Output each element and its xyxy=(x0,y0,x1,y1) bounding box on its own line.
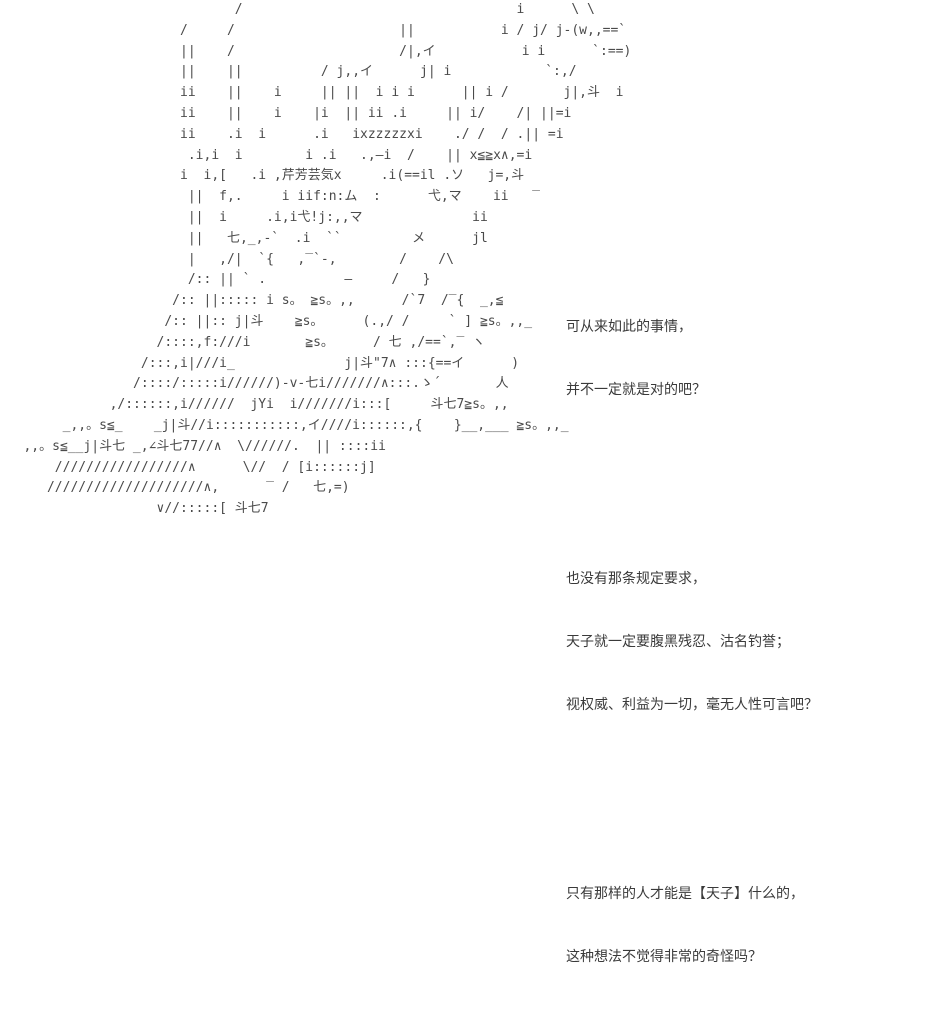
dialogue-line: 也没有那条规定要求， xyxy=(566,571,706,587)
dialogue-paragraph: 可从来如此的事情， 并不一定就是对的吧？ xyxy=(566,275,936,443)
dialogue-paragraph: 也没有那条规定要求， 天子就一定要腹黑残忍、沽名钓誉； 视权威、利益为一切，毫无… xyxy=(566,527,936,758)
dialogue-line: 这种想法不觉得非常的奇怪吗？ xyxy=(566,949,762,965)
ascii-art-figure: / i \ \ / / || i / j/ j-(w,,==` || / /|,… xyxy=(23,2,632,517)
scene-canvas: / i \ \ / / || i / j/ j-(w,,==` || / /|,… xyxy=(23,2,818,965)
dialogue-block: 可从来如此的事情， 并不一定就是对的吧？ 也没有那条规定要求， 天子就一定要腹黑… xyxy=(566,212,936,1028)
dialogue-paragraph: 只有那样的人才能是【天子】什么的， 这种想法不觉得非常的奇怪吗？ xyxy=(566,842,936,1010)
dialogue-line: 并不一定就是对的吧？ xyxy=(566,382,706,398)
dialogue-line: 视权威、利益为一切，毫无人性可言吧？ xyxy=(566,697,818,713)
dialogue-line: 天子就一定要腹黑残忍、沽名钓誉； xyxy=(566,634,790,650)
dialogue-line: 只有那样的人才能是【天子】什么的， xyxy=(566,886,804,902)
dialogue-line: 可从来如此的事情， xyxy=(566,319,692,335)
